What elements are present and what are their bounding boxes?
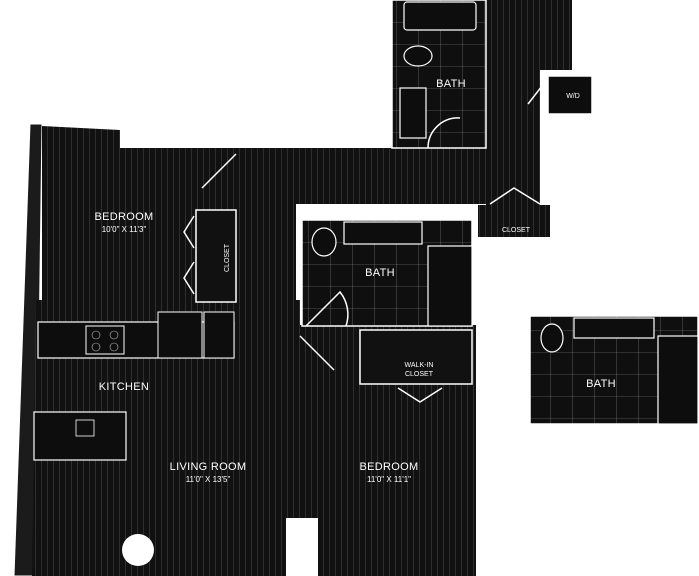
pantry	[203, 311, 235, 359]
laundry-label: W/D	[566, 93, 580, 100]
shower	[427, 245, 473, 327]
closet-top-floor	[478, 205, 550, 237]
bedroom-2-label: BEDROOM	[360, 461, 419, 473]
bedroom-1-dims: 10'0" X 11'3"	[102, 225, 147, 234]
shower	[657, 335, 699, 425]
laundry-door	[527, 85, 543, 105]
bedroom-1-floor	[42, 126, 240, 305]
walk-in-closet-line1: WALK-IN	[405, 362, 434, 369]
vanity	[399, 87, 427, 139]
round-table	[122, 534, 154, 566]
bath-right-label: BATH	[586, 378, 616, 390]
bedroom-2-dims: 11'0" X 11'1"	[367, 475, 411, 484]
toilet	[540, 323, 564, 353]
living-room-dims: 11'0" X 13'5"	[186, 475, 231, 484]
bedroom-1-door	[201, 153, 237, 189]
closet-side-label: CLOSET	[224, 243, 231, 272]
bath-middle: BATH	[301, 219, 473, 327]
vanity	[573, 317, 655, 339]
refrigerator	[157, 311, 203, 359]
laundry: W/D	[547, 75, 593, 115]
bath-top: BATH	[391, 0, 487, 149]
walk-in-closet-line2: CLOSET	[405, 371, 434, 378]
toilet	[311, 227, 337, 257]
bathtub	[403, 1, 477, 31]
kitchen-label: KITCHEN	[99, 381, 149, 393]
sink	[75, 419, 95, 437]
bath-right: BATH	[529, 315, 699, 425]
structural-column	[286, 518, 318, 576]
kitchen-fixtures: KITCHEN	[33, 311, 235, 461]
bath-middle-label: BATH	[365, 267, 395, 279]
living-room-floor	[32, 300, 300, 576]
cooktop	[85, 325, 125, 355]
walk-in-closet: WALK-IN CLOSET	[359, 329, 473, 403]
living-room-label: LIVING ROOM	[170, 461, 247, 473]
door-swing	[427, 117, 461, 149]
bedroom-2-door	[299, 335, 335, 371]
door-swing	[305, 290, 349, 327]
vanity	[343, 221, 423, 245]
closet-side: CLOSET	[183, 209, 237, 303]
apartment-shell	[13, 0, 572, 576]
toilet	[403, 45, 433, 67]
closet-top-label: CLOSET	[502, 227, 531, 234]
bath-top-label: BATH	[436, 78, 466, 90]
closet-top-doors	[489, 187, 541, 205]
bedroom-1-label: BEDROOM	[95, 211, 154, 223]
